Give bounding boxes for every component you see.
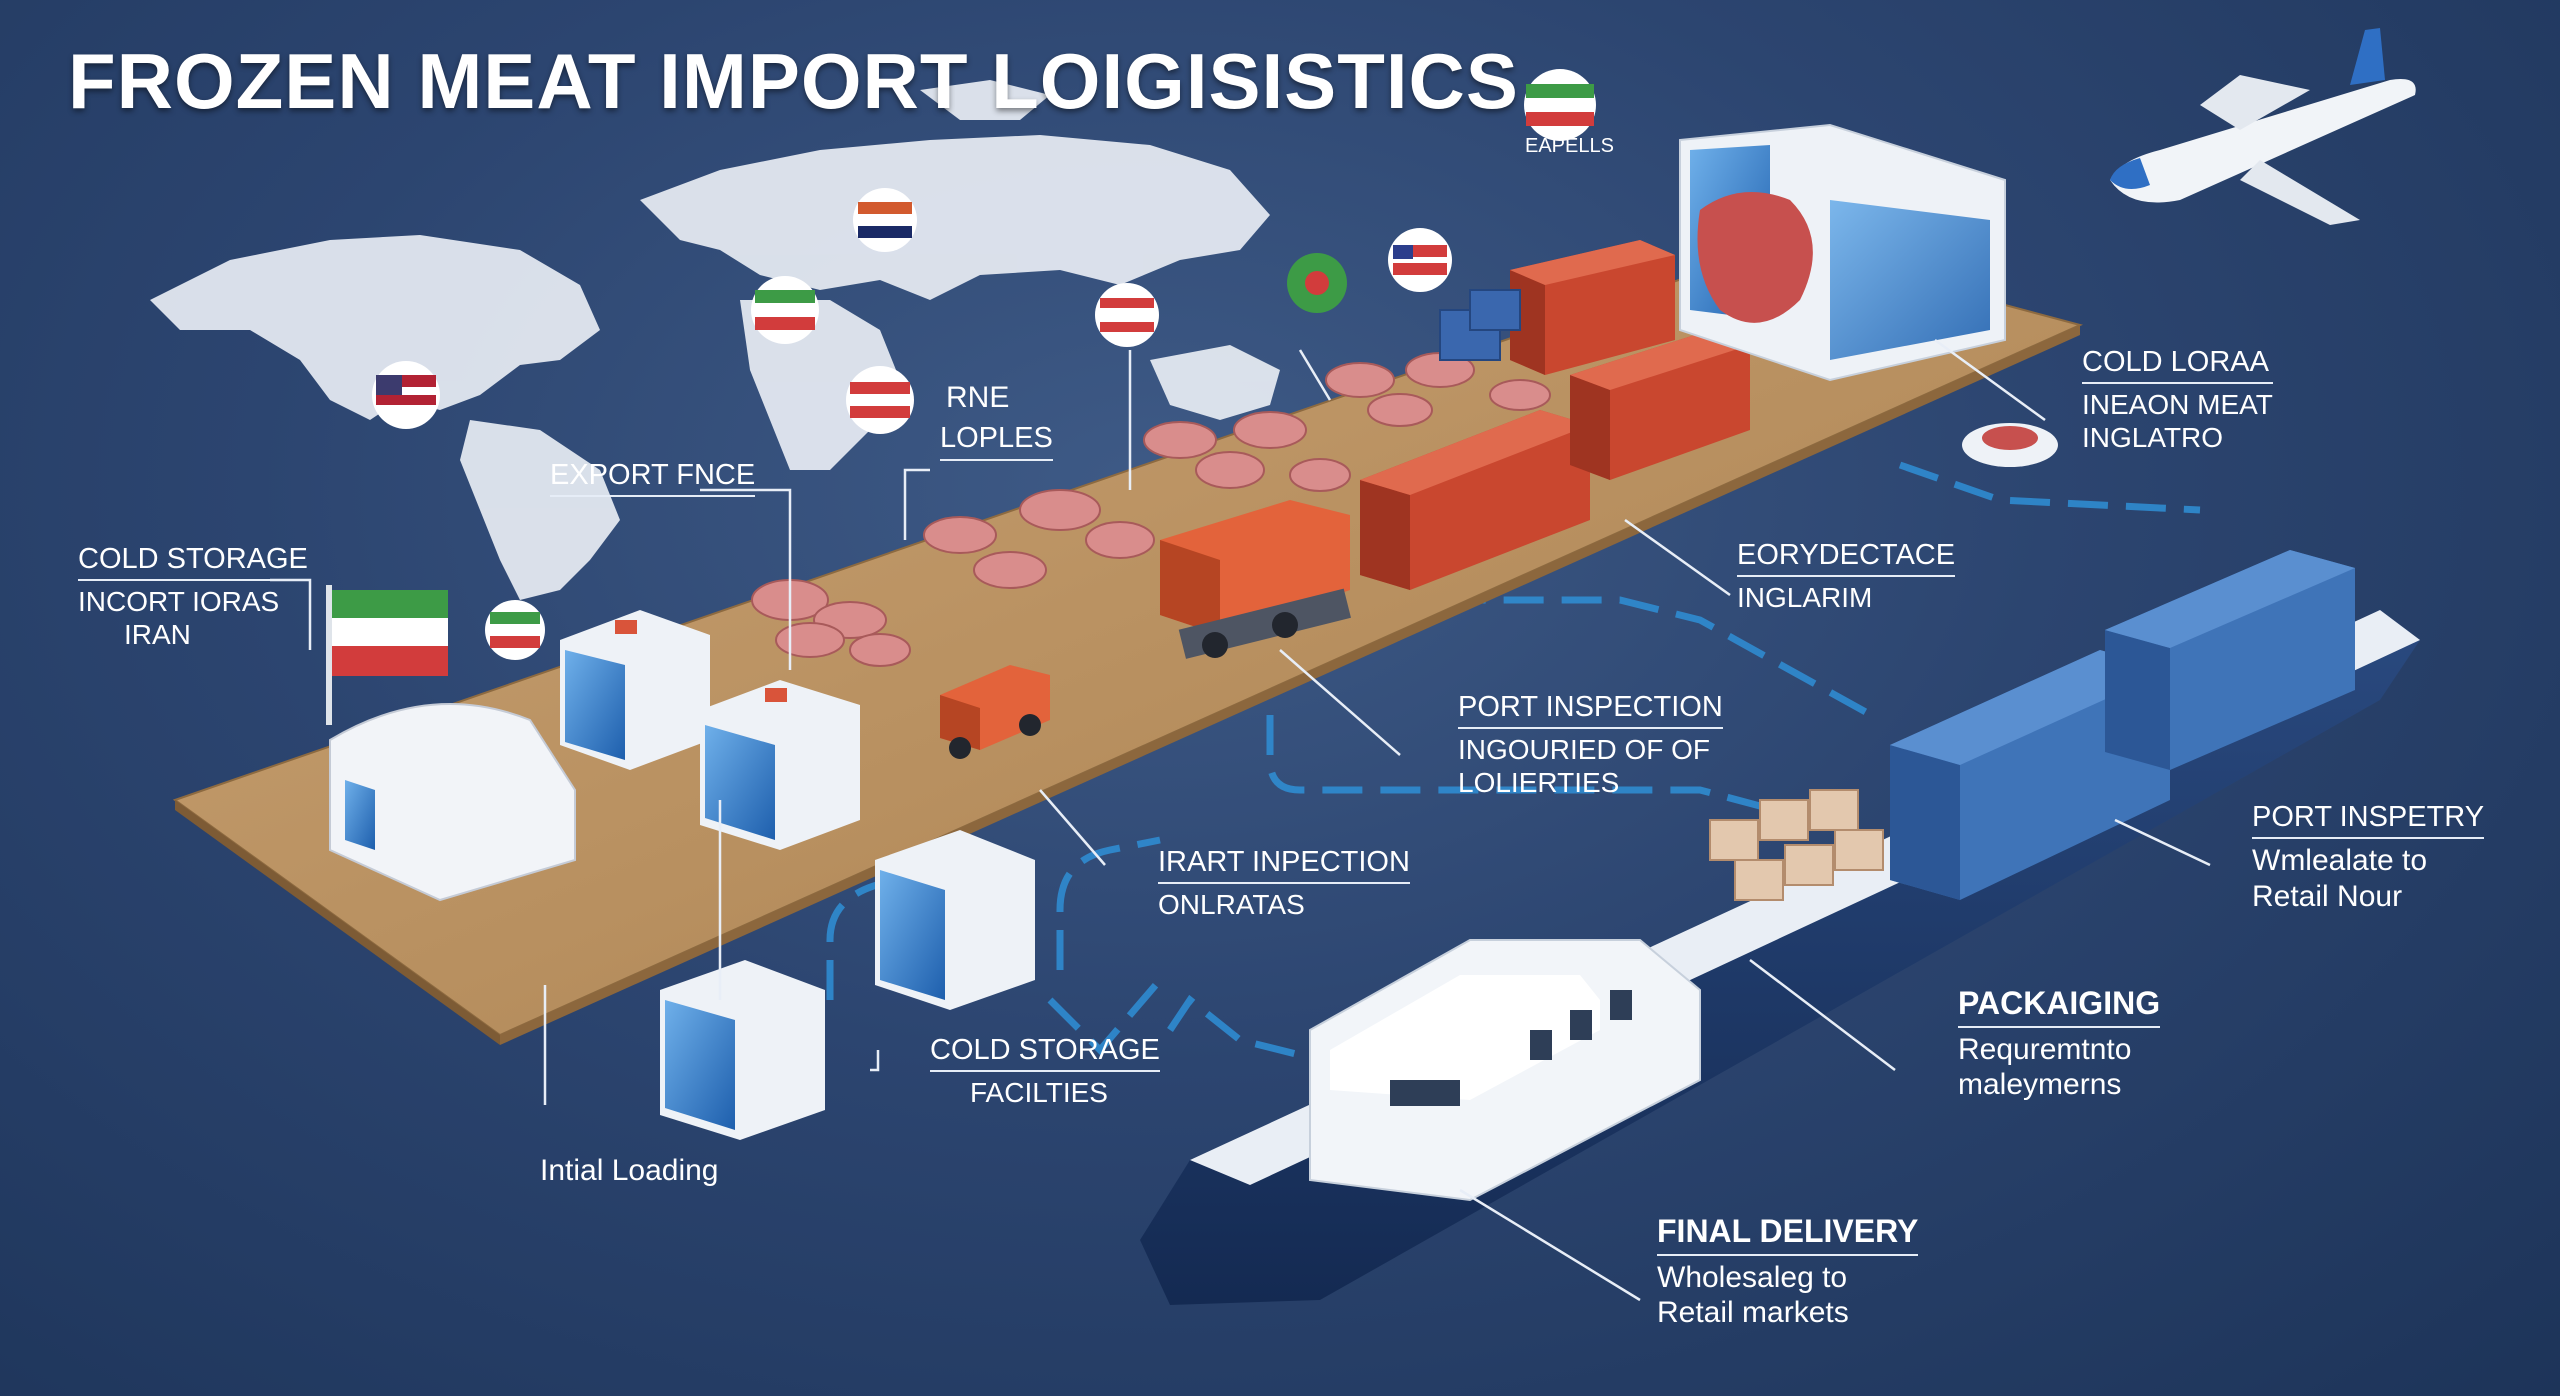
flag-icon bbox=[485, 600, 545, 660]
cargo-ship-icon bbox=[1140, 550, 2420, 1305]
label-line: INEAON MEAT bbox=[2082, 389, 2273, 421]
label-line: Intial Loading bbox=[540, 1154, 719, 1187]
flag-icon bbox=[1524, 69, 1596, 141]
label-line: ONLRATAS bbox=[1158, 889, 1305, 921]
cargo-boxes bbox=[1709, 789, 1884, 901]
flag-icon bbox=[1388, 228, 1452, 292]
label-rne-loples: RNE LOPLES bbox=[940, 380, 1053, 465]
label-port-inspection: PORT INSPECTION INGOURIED OF OF LOLIERTI… bbox=[1458, 690, 1723, 799]
forklift-icon bbox=[1160, 500, 1351, 659]
label-heading: EXPORT FNCE bbox=[550, 458, 756, 498]
label-line: Requremtnto bbox=[1958, 1032, 2132, 1066]
shipping-container-icon bbox=[1360, 410, 1590, 590]
cold-storage-building bbox=[1679, 123, 2006, 382]
label-heading: COLD LORAA bbox=[2082, 345, 2273, 385]
flag-icon bbox=[1095, 283, 1159, 347]
shipping-container-icon bbox=[1890, 650, 2170, 900]
label-heading: FINAL DELIVERY bbox=[1657, 1213, 1919, 1256]
cold-storage-unit-icon bbox=[660, 960, 825, 1140]
label-line: FACILTIES bbox=[970, 1077, 1108, 1109]
meat-cut-icon bbox=[1697, 192, 1813, 323]
label-heading: PORT INSPETRY bbox=[2252, 800, 2485, 840]
red-containers bbox=[1360, 240, 1750, 590]
truck-icon bbox=[940, 665, 1050, 759]
flag-icon bbox=[751, 276, 819, 344]
label-eorydectace: EORYDECTACE INGLARIM bbox=[1737, 538, 1956, 614]
label-line: INCORT IORAS bbox=[78, 586, 280, 618]
flag-icon bbox=[1287, 253, 1347, 313]
label-heading: EORYDECTACE bbox=[1737, 538, 1956, 578]
label-heading: PORT INSPECTION bbox=[1458, 690, 1723, 730]
label-line: Retail markets bbox=[1657, 1296, 1849, 1330]
meat-cut-icon bbox=[1143, 411, 1351, 492]
label-packaiging: PACKAIGING Requremtnto maleymerns bbox=[1958, 985, 2161, 1103]
shipping-container-icon bbox=[2105, 550, 2355, 770]
label-line: IRAN bbox=[124, 619, 191, 651]
flag-icon bbox=[846, 366, 914, 434]
van-icon bbox=[1962, 423, 2058, 467]
meat-cut-icon bbox=[751, 579, 911, 667]
flag-icon bbox=[326, 585, 448, 725]
meat-cut-icon bbox=[923, 489, 1155, 589]
flag-icon bbox=[372, 361, 440, 429]
label-line: INGOURIED OF OF bbox=[1458, 734, 1710, 766]
label-line: LOLIERTIES bbox=[1458, 767, 1620, 799]
cold-storage-unit-icon bbox=[560, 610, 710, 770]
label-heading: PACKAIGING bbox=[1958, 985, 2161, 1028]
label-intial-loading: Intial Loading bbox=[540, 1153, 718, 1188]
label-port-inspetry: PORT INSPETRY Wmlealate to Retail Nour bbox=[2252, 800, 2485, 914]
label-heading: COLD STORAGE bbox=[930, 1033, 1160, 1073]
leader-lines bbox=[270, 338, 2211, 1302]
label-line: Wholesaleg to bbox=[1657, 1260, 1848, 1294]
flags bbox=[326, 69, 1596, 725]
label-line: RNE bbox=[946, 381, 1010, 414]
label-line: Retail Nour bbox=[2252, 879, 2403, 913]
tent-structure bbox=[329, 703, 576, 902]
label-line: INGLATRO bbox=[2082, 422, 2224, 454]
airplane-icon bbox=[2110, 28, 2416, 225]
label-final-delivery: FINAL DELIVERY Wholesaleg to Retail mark… bbox=[1657, 1213, 1919, 1331]
flag-caption: EAPELLS bbox=[1525, 135, 1614, 157]
label-line: INGLARIM bbox=[1737, 582, 1873, 614]
label-irart-inpection: IRART INPECTION ONLRATAS bbox=[1158, 845, 1410, 921]
meat-cut-icon bbox=[1325, 352, 1551, 427]
label-line: Wmlealate to bbox=[2252, 844, 2428, 878]
label-heading: IRART INPECTION bbox=[1158, 845, 1410, 885]
label-cold-storage-facilities: COLD STORAGE FACILTIES bbox=[930, 1033, 1160, 1109]
label-cold-storage-iran: COLD STORAGE INCORT IORAS IRAN bbox=[78, 542, 308, 651]
shipping-container-icon bbox=[1510, 240, 1675, 375]
shipping-container-icon bbox=[1570, 330, 1750, 480]
label-heading: LOPLES bbox=[940, 421, 1053, 461]
label-heading: COLD STORAGE bbox=[78, 542, 308, 582]
label-line: maleymerns bbox=[1958, 1068, 2122, 1102]
label-cold-loraa: COLD LORAA INEAON MEAT INGLATRO bbox=[2082, 345, 2273, 454]
page-title: FROZEN MEAT IMPORT LOIGISISTICS bbox=[68, 37, 1519, 125]
cold-storage-unit-icon bbox=[875, 830, 1035, 1010]
flag-icon bbox=[853, 188, 917, 252]
cold-storage-unit-icon bbox=[700, 680, 860, 850]
label-export-fnce: EXPORT FNCE bbox=[550, 458, 756, 501]
blue-crates bbox=[1439, 289, 1521, 361]
meat-pallets bbox=[751, 352, 1551, 667]
